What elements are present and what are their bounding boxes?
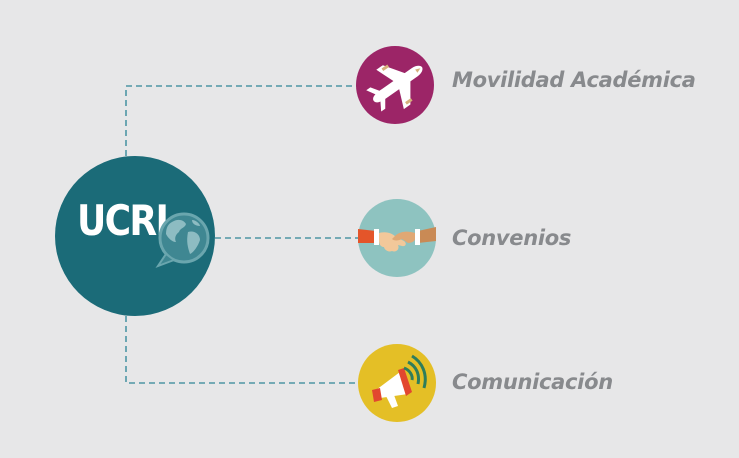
ucri-hub: UCRI: [55, 156, 215, 316]
node-label-comunicacion: Comunicación: [452, 370, 613, 394]
airplane-icon: [366, 64, 423, 112]
connector-movilidad: [125, 85, 357, 156]
handshake-icon: [358, 227, 436, 252]
globe-speech-bubble-icon: [155, 212, 210, 269]
node-label-movilidad: Movilidad Académica: [452, 68, 696, 92]
node-label-convenios: Convenios: [452, 226, 572, 250]
convenios-node-icon: [358, 199, 436, 277]
connector-comunicacion: [125, 316, 359, 384]
movilidad-node-icon: [356, 46, 434, 124]
comunicacion-node-icon: [358, 344, 436, 422]
megaphone-icon: [372, 354, 427, 408]
hub-label: UCRI: [77, 196, 169, 245]
